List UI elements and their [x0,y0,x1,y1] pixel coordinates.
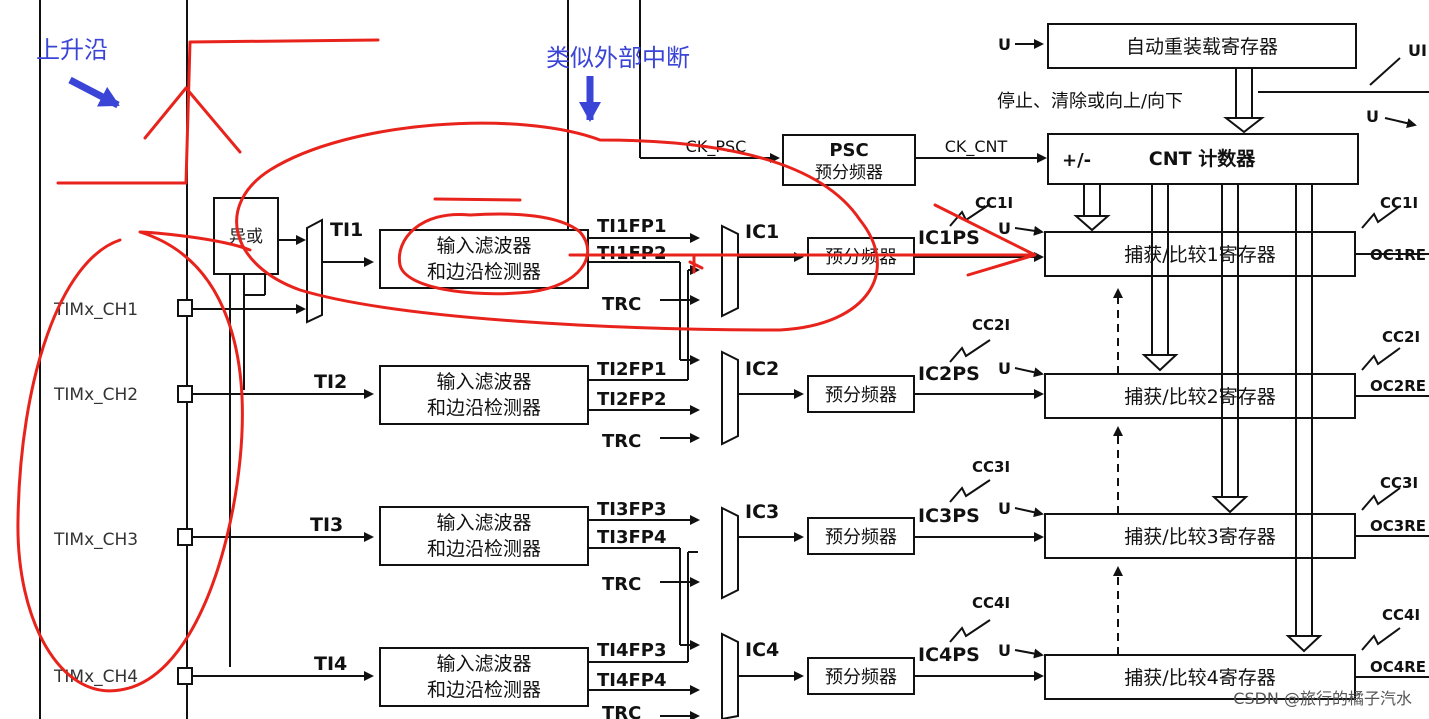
cnt-title: CNT 计数器 [1149,147,1256,170]
oc-labels: OC1RE OC2RE OC3RE OC4RE [1370,246,1426,676]
trc-label: TRC [602,703,641,719]
u-label: U [998,359,1011,378]
ck-cnt-label: CK_CNT [945,137,1008,157]
ic-labels: IC1 IC2 IC3 IC4 [745,221,779,661]
prescaler-label: 预分频器 [825,667,897,688]
filter-line2: 和边沿检测器 [427,397,541,419]
filter-line1: 输入滤波器 [436,235,531,257]
rising-edge-note: 上升沿 [36,36,108,64]
fp-labels: TI1FP1 TI1FP2 TI2FP1 TI2FP2 TI3FP3 TI3FP… [597,216,667,691]
ti-labels: TI1 TI2 TI3 TI4 [310,219,363,675]
capture-reg-label: 捕获/比较1寄存器 [1124,244,1276,266]
channel-label: TIMx_CH3 [53,530,138,550]
filter-line2: 和边沿检测器 [427,679,541,701]
icps-label: IC1PS [918,227,980,249]
icps-labels: IC1PS IC2PS IC3PS IC4PS [918,227,980,666]
filter-line1: 输入滤波器 [436,653,531,675]
trc-label: TRC [602,574,641,595]
channel-label: TIMx_CH4 [53,667,138,687]
capture-reg-label: 捕获/比较3寄存器 [1124,526,1276,548]
capture-reg-texts: 捕获/比较1寄存器 捕获/比较2寄存器 捕获/比较3寄存器 捕获/比较4寄存器 [1124,244,1276,689]
cci-label: CC1I [975,194,1013,212]
oc-label: OC1RE [1370,246,1426,264]
pin-ch2 [177,385,193,403]
prescaler-texts: 预分频器 预分频器 预分频器 预分频器 [825,247,897,688]
u-label: U [998,219,1011,238]
channel-label: TIMx_CH1 [53,300,138,320]
channel-labels: TIMx_CH1 TIMx_CH2 TIMx_CH3 TIMx_CH4 [53,300,138,687]
trc-labels: TRC TRC TRC TRC [602,294,641,719]
u-label: U [1366,107,1379,126]
psc-title: PSC [829,140,868,161]
cci-label: CC3I [972,458,1010,476]
cci-labels-right: CC1I CC2I CC3I CC4I [1380,194,1420,624]
prescaler-label: 预分频器 [825,385,897,406]
ic-label: IC4 [745,639,779,661]
filter-line1: 输入滤波器 [436,371,531,393]
icps-label: IC3PS [918,505,980,527]
fp-label: TI3FP4 [597,527,667,548]
blue-annotations: 上升沿 类似外部中断 [36,36,690,122]
xor-box [213,197,279,275]
ic-label: IC1 [745,221,779,243]
prescaler-label: 预分频器 [825,247,897,268]
pin-ch4 [177,667,193,685]
ti-label: TI2 [314,371,347,393]
ti-label: TI3 [310,514,343,536]
fp-label: TI2FP2 [597,389,667,410]
fp-label: TI2FP1 [597,359,667,380]
cci-label: CC2I [1382,328,1420,346]
stop-text: 停止、清除或向上/向下 [997,91,1183,112]
u-label: U [998,641,1011,660]
watermark: CSDN @旅行的橘子汽水 [1233,689,1412,708]
filter-texts: 输入滤波器 和边沿检测器 输入滤波器 和边沿检测器 输入滤波器 和边沿检测器 输… [427,235,541,701]
cci-label: CC4I [972,594,1010,612]
external-interrupt-note: 类似外部中断 [546,44,690,72]
u-label: U [998,499,1011,518]
filter-line2: 和边沿检测器 [427,261,541,283]
fp-label: TI4FP3 [597,640,667,661]
cci-label: CC3I [1380,474,1418,492]
fp-label: TI1FP1 [597,216,667,237]
blue-arrow-icon [68,76,120,109]
oc-label: OC3RE [1370,517,1426,535]
psc-sub: 预分频器 [815,163,883,183]
cci-label: CC1I [1380,194,1418,212]
fp-label: TI3FP3 [597,499,667,520]
oc-label: OC2RE [1370,377,1426,395]
ti-label: TI1 [330,219,363,241]
diagram-lines [39,0,1429,719]
trc-label: TRC [602,294,641,315]
cci-label: CC2I [972,316,1010,334]
ic-label: IC2 [745,358,779,380]
ic-label: IC3 [745,501,779,523]
icps-label: IC4PS [918,644,980,666]
cci-labels-left: CC1I CC2I CC3I CC4I [972,194,1013,612]
capture-reg-label: 捕获/比较4寄存器 [1124,667,1276,689]
prescaler-label: 预分频器 [825,527,897,548]
filter-line1: 输入滤波器 [436,512,531,534]
u-labels: U U U U U U UI [998,35,1427,660]
ui-label: UI [1408,41,1427,60]
oc-label: OC4RE [1370,658,1426,676]
fp-label: TI4FP4 [597,670,667,691]
red-annotations [16,38,1037,693]
cci-label: CC4I [1382,606,1420,624]
trc-label: TRC [602,431,641,452]
ti-label: TI4 [314,653,347,675]
capture-reg-label: 捕获/比较2寄存器 [1124,386,1276,408]
u-label: U [998,35,1011,54]
channel-label: TIMx_CH2 [53,385,138,405]
filter-line2: 和边沿检测器 [427,538,541,560]
auto-reload-label: 自动重装载寄存器 [1126,36,1278,58]
cnt-sign: +/- [1062,150,1091,171]
pin-ch3 [177,528,193,546]
icps-label: IC2PS [918,363,980,385]
pin-ch1 [177,299,193,317]
